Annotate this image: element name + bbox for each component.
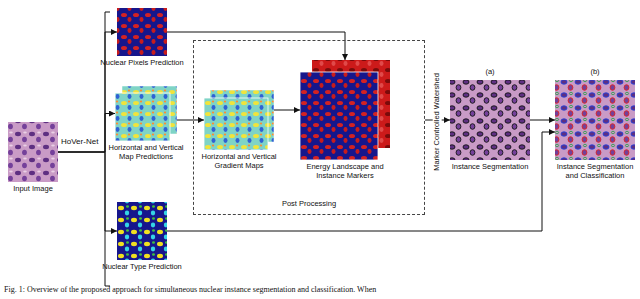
- flow-arrow: [530, 120, 555, 121]
- image-panel: Nuclear Pixels Prediction: [117, 8, 167, 56]
- panel-label: Energy Landscape and Instance Markers: [297, 163, 393, 180]
- segmentation-image: [450, 80, 530, 160]
- panel-label: Input Image: [1, 185, 65, 194]
- panel-label: Instance Segmentation and Classification: [554, 163, 636, 180]
- image-panel: Input Image: [8, 122, 58, 182]
- bracket: [105, 12, 110, 13]
- image-panel: Horizontal and Vertical Gradient Maps: [204, 90, 274, 150]
- classification-image: [555, 80, 635, 160]
- panel-label: Horizontal and Vertical Map Predictions: [106, 144, 186, 161]
- flow-arrow: [177, 120, 204, 121]
- flow-arrow: [58, 32, 117, 152]
- dashed-group: Post Processing Horizontal and Vertical G…: [193, 40, 425, 215]
- panel-label: Horizontal and Vertical Gradient Maps: [198, 153, 280, 170]
- network-label: HoVer-Net: [61, 137, 98, 146]
- flow-arrow: [274, 110, 300, 111]
- image-panel: Horizontal and Vertical Map Predictions: [115, 86, 177, 141]
- step-label: Marker Controlled Watershed: [433, 71, 442, 173]
- type-map: [117, 202, 167, 260]
- flow-arrow: [167, 132, 555, 231]
- image-panel: Nuclear Type Prediction: [117, 202, 167, 260]
- pixel-map: [117, 8, 167, 56]
- image-panel: (a)Instance Segmentation: [450, 80, 530, 160]
- gradient-map: [204, 98, 268, 150]
- panel-label: Post Processing: [249, 200, 369, 209]
- panel-letter: (b): [575, 68, 615, 77]
- panel-label: Nuclear Pixels Prediction: [95, 59, 189, 68]
- panel-label: Nuclear Type Prediction: [95, 263, 189, 272]
- image-panel: Energy Landscape and Instance Markers: [300, 60, 390, 160]
- horizontal-map: [115, 93, 170, 141]
- panel-letter: (a): [470, 68, 510, 77]
- flow-arrow: [58, 152, 117, 231]
- flow-arrow: [58, 114, 115, 153]
- input-image: [8, 122, 58, 182]
- instance-markers: [300, 72, 378, 160]
- panel-label: Instance Segmentation: [447, 163, 533, 172]
- image-panel: (b)Instance Segmentation and Classificat…: [555, 80, 635, 160]
- figure-caption: Fig. 1: Overview of the proposed approac…: [4, 286, 376, 295]
